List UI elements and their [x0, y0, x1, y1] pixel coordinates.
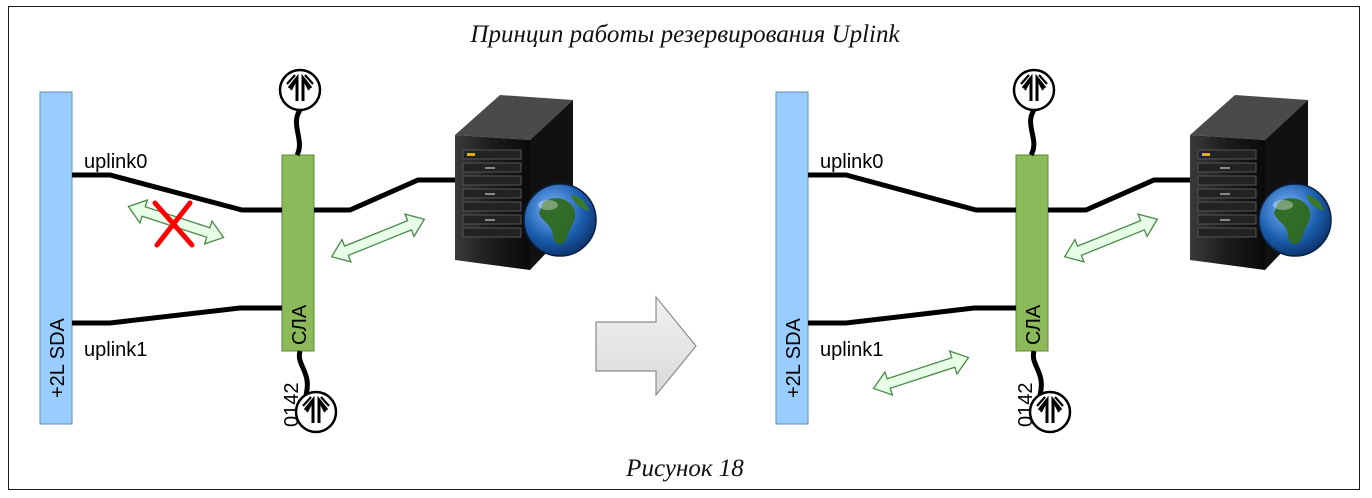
uplink1-cable-right	[808, 305, 1016, 326]
transition-arrow-icon	[595, 295, 697, 397]
antenna-cable-top-left	[293, 108, 303, 157]
fail-x-icon	[152, 200, 195, 248]
uplink0-label-right: uplink0	[820, 151, 883, 173]
server-cable-left	[314, 177, 455, 213]
server-link-arrow-right	[1059, 207, 1163, 269]
uplink0-cable-right	[808, 172, 1016, 213]
diagram-frame: Принцип работы резервирования Uplink Рис…	[8, 6, 1360, 490]
antenna-cable-bottom-left	[296, 350, 310, 396]
uplink0-label-left: uplink0	[84, 151, 147, 173]
server-rack-icon	[454, 94, 597, 271]
uplink1-cable-left	[72, 305, 282, 326]
sla-label-left: СЛА	[289, 304, 311, 345]
antenna-cable-top-right	[1028, 108, 1037, 157]
server-cable-right	[1048, 177, 1190, 213]
sda-bar-right	[775, 91, 809, 425]
sda-label-right: +2L SDA	[783, 317, 805, 398]
antenna-cable-bottom-right	[1030, 350, 1044, 396]
server-rack-icon	[1189, 94, 1332, 271]
antenna-icon	[294, 390, 338, 434]
sda-bar-left	[39, 91, 73, 425]
left-panel: +2L SDA СЛА uplink0 uplink1 0142	[39, 68, 597, 434]
sda-label-left: +2L SDA	[47, 317, 69, 398]
diagram-title: Принцип работы резервирования Uplink	[470, 21, 900, 48]
uplink1-label-left: uplink1	[84, 339, 147, 361]
antenna-icon	[1012, 68, 1056, 112]
sla-bar-left	[281, 154, 315, 352]
sla-label-right: СЛА	[1023, 304, 1045, 345]
sla-bar-right	[1015, 154, 1049, 352]
uplink0-cable-left	[72, 172, 282, 213]
active-link-arrow	[869, 345, 973, 401]
antenna-icon	[1028, 390, 1072, 434]
server-link-arrow-left	[326, 207, 430, 269]
antenna-icon	[278, 68, 322, 112]
uplink1-label-right: uplink1	[820, 339, 883, 361]
right-panel: +2L SDA СЛА uplink0 uplink1 0142	[775, 68, 1332, 434]
figure-caption: Рисунок 18	[626, 455, 744, 482]
